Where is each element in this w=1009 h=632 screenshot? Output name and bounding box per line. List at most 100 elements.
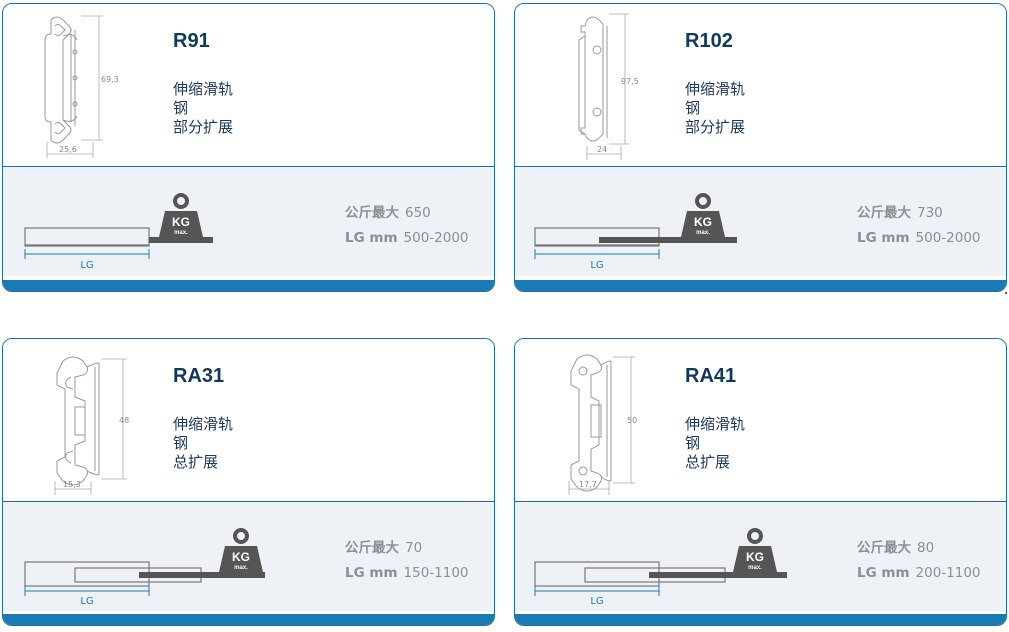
desc-extension: 总扩展 bbox=[685, 453, 731, 471]
desc-extension: 总扩展 bbox=[173, 453, 219, 471]
lg-value: 500-2000 bbox=[403, 230, 469, 246]
rail-profile-drawing: 69,3 25,6 bbox=[23, 12, 133, 162]
desc-extension: 部分扩展 bbox=[685, 118, 746, 136]
lg-axis-label: LG bbox=[80, 596, 93, 605]
lg-axis-label: LG bbox=[590, 596, 603, 605]
rail-extension bbox=[599, 237, 737, 243]
desc-material: 钢 bbox=[173, 434, 189, 452]
model-title: R102 bbox=[685, 30, 733, 52]
lg-dimension-line bbox=[534, 586, 660, 596]
product-card-ra41[interactable]: 50 17,7 RA41 伸缩滑轨 钢 总扩展 KG max. bbox=[514, 338, 1007, 626]
description: 伸缩滑轨 钢 总扩展 bbox=[685, 415, 745, 472]
length-spec: LG mm 500-2000 bbox=[857, 230, 981, 246]
card-top: 50 17,7 RA41 伸缩滑轨 钢 总扩展 bbox=[515, 339, 1006, 501]
desc-extension: 部分扩展 bbox=[173, 118, 234, 136]
load-spec: 公斤最大 730 bbox=[857, 201, 943, 221]
lg-axis-label: LG bbox=[80, 260, 93, 270]
svg-text:max.: max. bbox=[234, 565, 248, 571]
card-accent-bar bbox=[3, 614, 494, 625]
load-spec: 公斤最大 80 bbox=[857, 536, 934, 556]
product-card-r102[interactable]: 97,5 24 R102 伸缩滑轨 钢 部分扩展 KG max. bbox=[514, 3, 1007, 292]
svg-text:max.: max. bbox=[748, 565, 762, 571]
kg-weight-icon: KG max. bbox=[733, 528, 777, 572]
svg-text:KG: KG bbox=[172, 215, 190, 229]
lg-value: 150-1100 bbox=[403, 565, 469, 581]
card-top: 97,5 24 R102 伸缩滑轨 钢 部分扩展 bbox=[515, 4, 1006, 166]
load-label: 公斤最大 bbox=[857, 205, 911, 221]
load-label: 公斤最大 bbox=[345, 205, 399, 221]
dim-width: 15,3 bbox=[63, 480, 81, 489]
card-specs: KG max. LG 公斤最大 650 LG mm 500-2000 bbox=[3, 166, 494, 276]
rail-extension bbox=[649, 572, 787, 578]
svg-text:KG: KG bbox=[232, 550, 250, 564]
svg-text:KG: KG bbox=[694, 215, 712, 229]
rail-profile-drawing: 97,5 24 bbox=[535, 12, 645, 162]
description: 伸缩滑轨 钢 部分扩展 bbox=[685, 80, 745, 137]
card-accent-bar bbox=[3, 280, 494, 291]
stray-dot bbox=[1005, 292, 1007, 294]
model-title: RA41 bbox=[685, 365, 737, 387]
load-value: 650 bbox=[405, 205, 431, 221]
desc-type: 伸缩滑轨 bbox=[685, 80, 746, 98]
desc-material: 钢 bbox=[685, 99, 701, 117]
lg-dimension-line bbox=[534, 249, 660, 259]
length-spec: LG mm 150-1100 bbox=[345, 565, 469, 581]
load-diagram: KG max. LG bbox=[529, 175, 739, 271]
rail-extension bbox=[149, 237, 213, 243]
load-diagram: KG max. LG bbox=[17, 510, 277, 607]
card-accent-bar bbox=[515, 614, 1006, 625]
length-spec: LG mm 200-1100 bbox=[857, 565, 981, 581]
model-title: R91 bbox=[173, 30, 210, 52]
desc-type: 伸缩滑轨 bbox=[173, 80, 234, 98]
svg-text:KG: KG bbox=[746, 550, 764, 564]
length-spec: LG mm 500-2000 bbox=[345, 230, 469, 246]
lg-value: 500-2000 bbox=[915, 230, 981, 246]
rail-profile-drawing: 48 15,3 bbox=[23, 347, 133, 497]
rail-extension bbox=[139, 572, 265, 578]
load-value: 730 bbox=[917, 205, 943, 221]
card-top: 69,3 25,6 R91 伸缩滑轨 钢 部分扩展 bbox=[3, 4, 494, 166]
product-card-r91[interactable]: 69,3 25,6 R91 伸缩滑轨 钢 部分扩展 KG max. bbox=[2, 3, 495, 292]
dim-height: 69,3 bbox=[101, 75, 119, 84]
desc-type: 伸缩滑轨 bbox=[173, 415, 234, 433]
dim-height: 97,5 bbox=[621, 77, 639, 86]
card-accent-bar bbox=[515, 280, 1006, 291]
load-value: 80 bbox=[917, 540, 935, 556]
desc-material: 钢 bbox=[685, 434, 701, 452]
dim-width: 25,6 bbox=[59, 145, 77, 154]
lg-label: LG mm bbox=[345, 565, 398, 581]
desc-material: 钢 bbox=[173, 99, 189, 117]
load-label: 公斤最大 bbox=[857, 540, 911, 556]
dim-width: 24 bbox=[597, 145, 607, 154]
description: 伸缩滑轨 钢 部分扩展 bbox=[173, 80, 233, 137]
kg-weight-icon: KG max. bbox=[219, 528, 263, 572]
product-card-ra31[interactable]: 48 15,3 RA31 伸缩滑轨 钢 总扩展 KG max. bbox=[2, 338, 495, 626]
rail-profile-drawing: 50 17,7 bbox=[535, 347, 645, 497]
dim-height: 48 bbox=[119, 416, 129, 425]
rail-outer bbox=[24, 227, 150, 247]
kg-weight-icon: KG max. bbox=[159, 193, 203, 237]
svg-text:max.: max. bbox=[174, 230, 188, 236]
lg-label: LG mm bbox=[857, 565, 910, 581]
load-diagram: KG max. LG bbox=[529, 510, 799, 607]
dim-height: 50 bbox=[627, 416, 637, 425]
lg-dimension-line bbox=[24, 586, 150, 596]
svg-text:max.: max. bbox=[696, 230, 710, 236]
load-spec: 公斤最大 650 bbox=[345, 201, 431, 221]
lg-value: 200-1100 bbox=[915, 565, 981, 581]
lg-label: LG mm bbox=[345, 230, 398, 246]
lg-dimension-line bbox=[24, 249, 150, 259]
lg-label: LG mm bbox=[857, 230, 910, 246]
kg-weight-icon: KG max. bbox=[681, 193, 725, 237]
description: 伸缩滑轨 钢 总扩展 bbox=[173, 415, 233, 472]
card-specs: KG max. LG 公斤最大 80 LG mm 200-1100 bbox=[515, 501, 1006, 611]
load-value: 70 bbox=[405, 540, 423, 556]
dim-width: 17,7 bbox=[579, 480, 597, 489]
load-diagram: KG max. LG bbox=[17, 175, 227, 271]
card-specs: KG max. LG 公斤最大 730 LG mm 500-2000 bbox=[515, 166, 1006, 276]
desc-type: 伸缩滑轨 bbox=[685, 415, 746, 433]
card-top: 48 15,3 RA31 伸缩滑轨 钢 总扩展 bbox=[3, 339, 494, 501]
model-title: RA31 bbox=[173, 365, 225, 387]
